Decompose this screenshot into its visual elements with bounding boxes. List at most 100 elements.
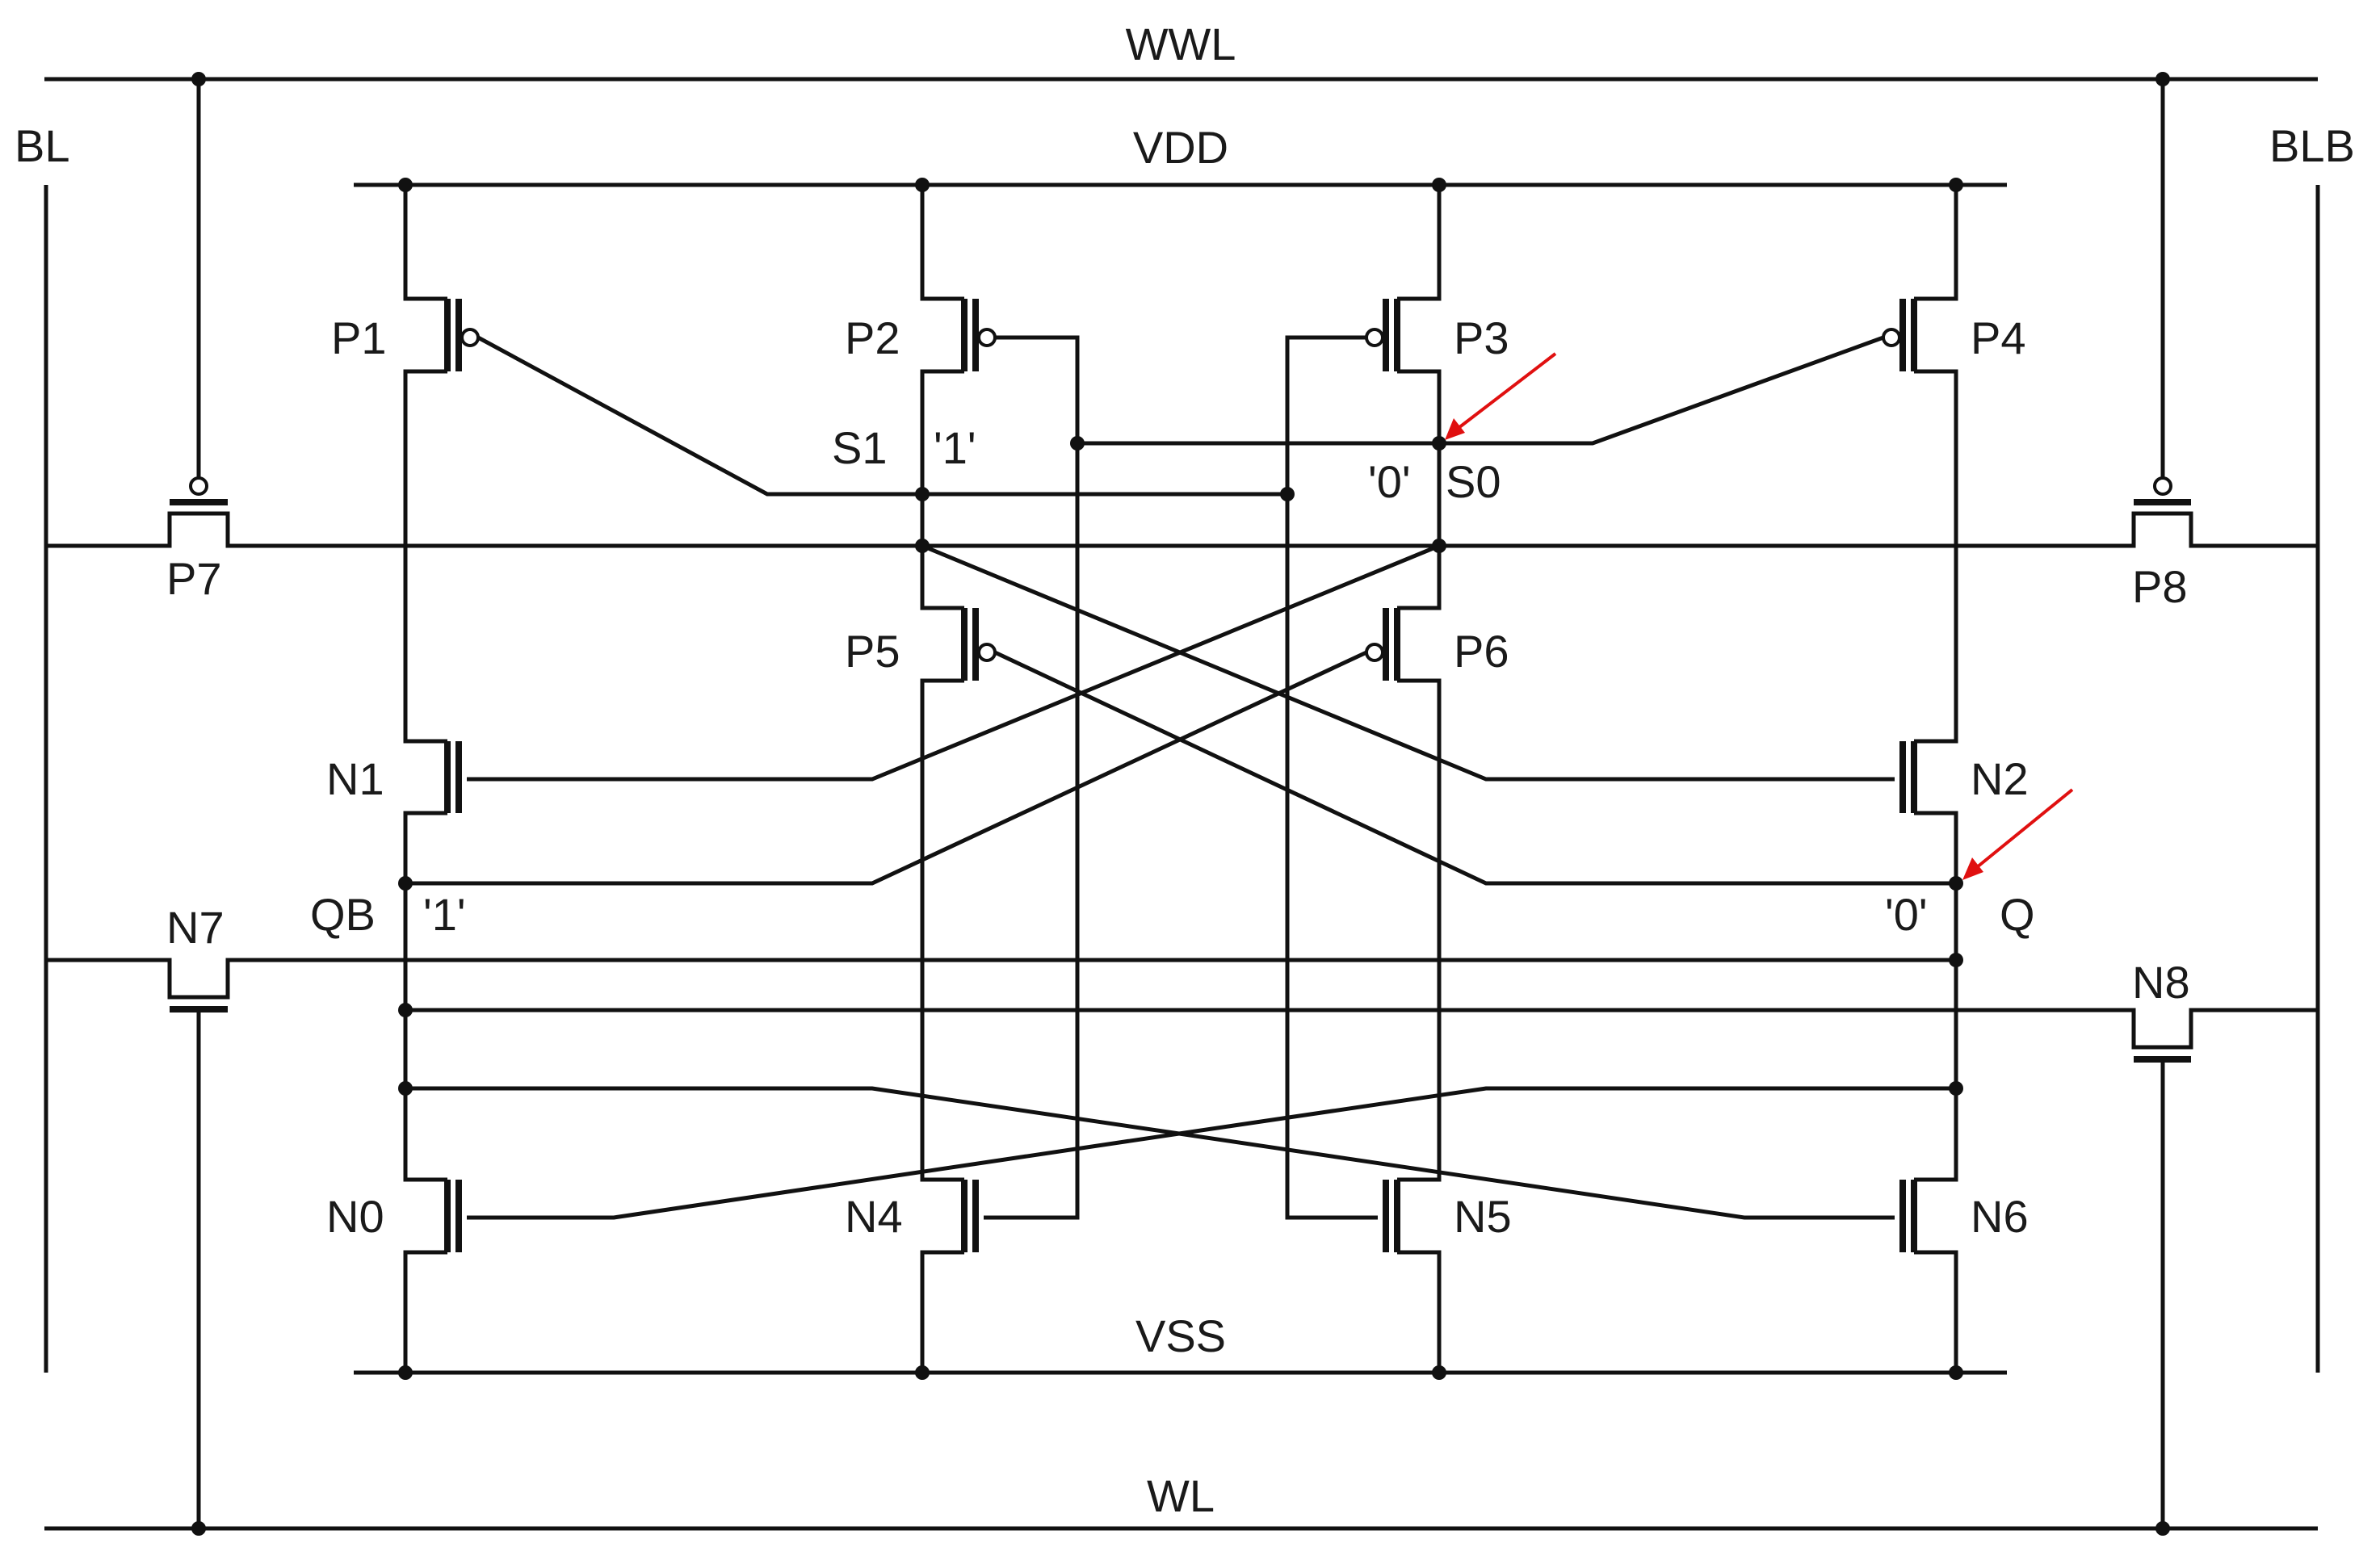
col-d-low: [1914, 811, 1958, 1182]
p3-bubble: [1365, 328, 1384, 347]
label-n7: N7: [166, 902, 225, 953]
label-q-value: '0': [1885, 889, 1928, 940]
junction: [915, 1365, 930, 1380]
highlight-arrows: [1445, 352, 2074, 880]
p6-bubble: [1365, 643, 1384, 662]
junction: [191, 1521, 206, 1536]
junction: [1949, 1081, 1963, 1096]
junction: [1432, 178, 1446, 192]
label-q: Q: [2000, 889, 2035, 940]
label-p7: P7: [166, 553, 222, 604]
cross-s0-n1: [467, 543, 1440, 782]
col-b-mid: [920, 369, 964, 610]
label-p4: P4: [1971, 312, 2026, 363]
transistor-bodies: [444, 299, 1917, 1252]
col-c-mid: [1397, 369, 1442, 610]
label-p6: P6: [1454, 626, 1509, 677]
label-n6: N6: [1971, 1191, 2029, 1242]
label-qb: QB: [310, 889, 376, 940]
junction: [1949, 953, 1963, 967]
cross-wiring: [355, 335, 2007, 1220]
label-n2: N2: [1971, 753, 2029, 804]
label-qb-value: '1': [423, 889, 466, 940]
label-n5: N5: [1454, 1191, 1512, 1242]
label-blb: BLB: [2269, 120, 2355, 171]
junction: [1949, 178, 1963, 192]
cross-s1-n2: [921, 543, 1895, 782]
p2-bubble: [977, 328, 997, 347]
arrow-q-icon: [1962, 857, 1983, 880]
junction: [1432, 1365, 1446, 1380]
junction: [398, 1081, 413, 1096]
n7-body: [46, 958, 355, 1000]
col-a-p1-top: [403, 185, 447, 301]
label-s1: S1: [832, 422, 888, 473]
label-s0-value: '0': [1368, 456, 1411, 507]
cross-p6-qb: [405, 650, 1368, 886]
col-d-bot: [1914, 1250, 1958, 1373]
label-s1-value: '1': [934, 422, 976, 473]
column-wires: [403, 185, 1958, 1373]
label-p1: P1: [331, 312, 387, 363]
label-p3: P3: [1454, 312, 1509, 363]
label-n8: N8: [2132, 957, 2190, 1008]
junction: [1280, 487, 1295, 501]
labels: WWL VDD VSS WL BL BLB P1 P2 P3 P4 P5 P6 …: [15, 19, 2355, 1521]
col-a-bot: [403, 1250, 447, 1373]
col-b-bot: [920, 1250, 964, 1373]
junction: [915, 178, 930, 192]
junction: [398, 1003, 413, 1017]
label-vss: VSS: [1135, 1310, 1226, 1361]
junction: [2155, 1521, 2170, 1536]
p5-bubble: [977, 643, 997, 662]
p7-bubble: [189, 476, 208, 496]
lower-cross-a: [405, 1086, 1956, 1136]
label-bl: BL: [15, 120, 70, 171]
col-d-mid: [1914, 369, 1958, 744]
junction: [1432, 539, 1446, 553]
junction: [915, 539, 930, 553]
p8-body: [2007, 511, 2318, 548]
junction: [2155, 72, 2170, 86]
junction: [191, 72, 206, 86]
label-wl: WL: [1147, 1470, 1215, 1521]
junction: [398, 1365, 413, 1380]
col-a-mid: [403, 369, 447, 744]
label-wwl: WWL: [1126, 19, 1236, 69]
lower-cross-b: [467, 1131, 1895, 1220]
label-n4: N4: [845, 1191, 903, 1242]
p4-gate-net: [1439, 335, 1884, 446]
junction: [398, 178, 413, 192]
junctions: [191, 72, 2170, 1536]
junction-s1: [915, 487, 930, 501]
label-n1: N1: [326, 753, 384, 804]
col-b-p2-top: [920, 185, 964, 301]
p3-n5-gate-net: [1285, 335, 1378, 1220]
junction: [1070, 436, 1085, 451]
col-c-low: [1397, 678, 1442, 1182]
p7-body: [46, 511, 355, 548]
arrow-q-shaft: [1975, 788, 2074, 869]
access-transistors: [46, 79, 2318, 1528]
p8-bubble: [2153, 476, 2172, 496]
rails: [44, 77, 2320, 1531]
cross-p5-q: [993, 650, 1956, 886]
p1-bubble: [460, 328, 480, 347]
n8-body: [2007, 1008, 2318, 1050]
label-n0: N0: [326, 1191, 384, 1242]
label-s0: S0: [1446, 456, 1501, 507]
junction-s0: [1432, 436, 1446, 451]
p4-bubble: [1882, 328, 1901, 347]
p1-gate-net: [476, 335, 1287, 497]
arrow-s0-icon: [1445, 418, 1465, 440]
junction: [1949, 1365, 1963, 1380]
junction-q: [1949, 876, 1963, 891]
col-a-low: [403, 811, 447, 1182]
col-b-low: [920, 678, 964, 1182]
label-vdd: VDD: [1133, 122, 1228, 173]
label-p2: P2: [845, 312, 900, 363]
col-d-p4-top: [1914, 185, 1958, 301]
label-p5: P5: [845, 626, 900, 677]
